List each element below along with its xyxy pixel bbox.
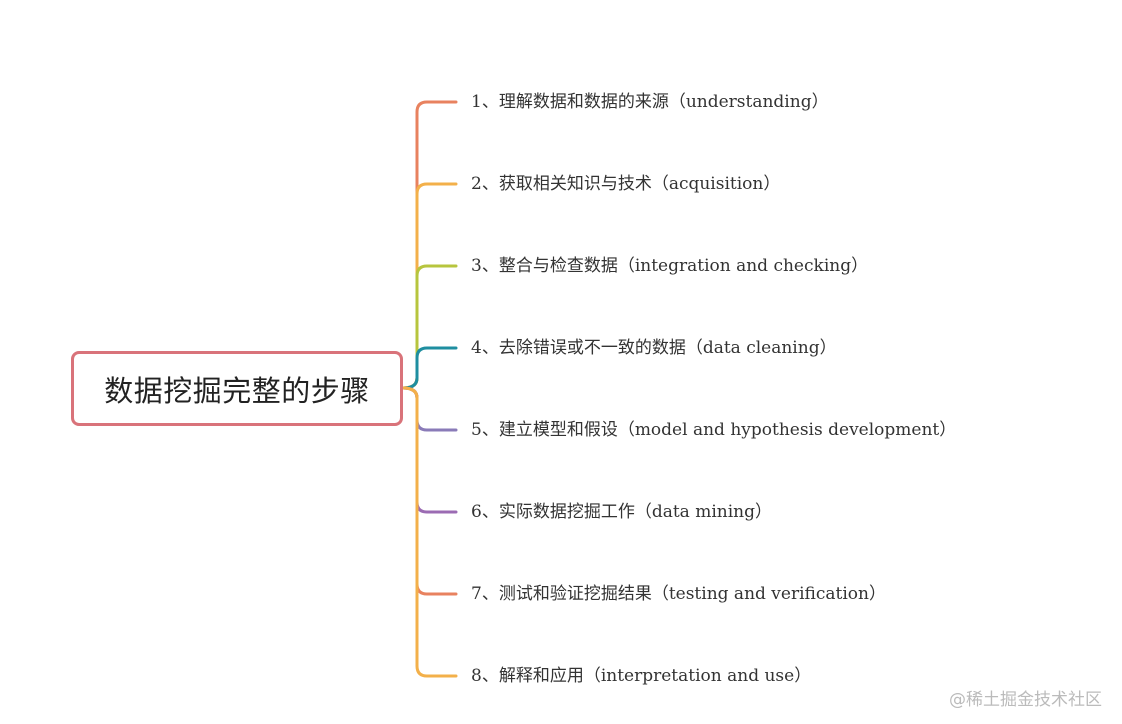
- connector-5: [401, 386, 458, 432]
- connector-7: [401, 386, 458, 596]
- branch-item-1[interactable]: 1、理解数据和数据的来源（understanding）: [471, 92, 829, 112]
- branch-item-8[interactable]: 8、解释和应用（interpretation and use）: [471, 666, 812, 686]
- branch-item-7[interactable]: 7、测试和验证挖掘结果（testing and verification）: [471, 584, 886, 604]
- connector-1: [401, 100, 458, 390]
- connector-4: [401, 346, 458, 390]
- branch-item-4[interactable]: 4、去除错误或不一致的数据（data cleaning）: [471, 338, 837, 358]
- branch-item-6[interactable]: 6、实际数据挖掘工作（data mining）: [471, 502, 772, 522]
- branch-item-3[interactable]: 3、整合与检查数据（integration and checking）: [471, 256, 869, 276]
- branch-item-2[interactable]: 2、获取相关知识与技术（acquisition）: [471, 174, 781, 194]
- watermark: @稀土掘金技术社区: [949, 690, 1102, 710]
- connector-6: [401, 386, 458, 514]
- root-node[interactable]: 数据挖掘完整的步骤: [71, 351, 403, 426]
- connector-2: [401, 182, 458, 390]
- connector-8: [401, 386, 458, 678]
- root-node-label: 数据挖掘完整的步骤: [104, 373, 370, 408]
- branch-item-5[interactable]: 5、建立模型和假设（model and hypothesis developme…: [471, 420, 957, 440]
- connector-3: [401, 264, 458, 390]
